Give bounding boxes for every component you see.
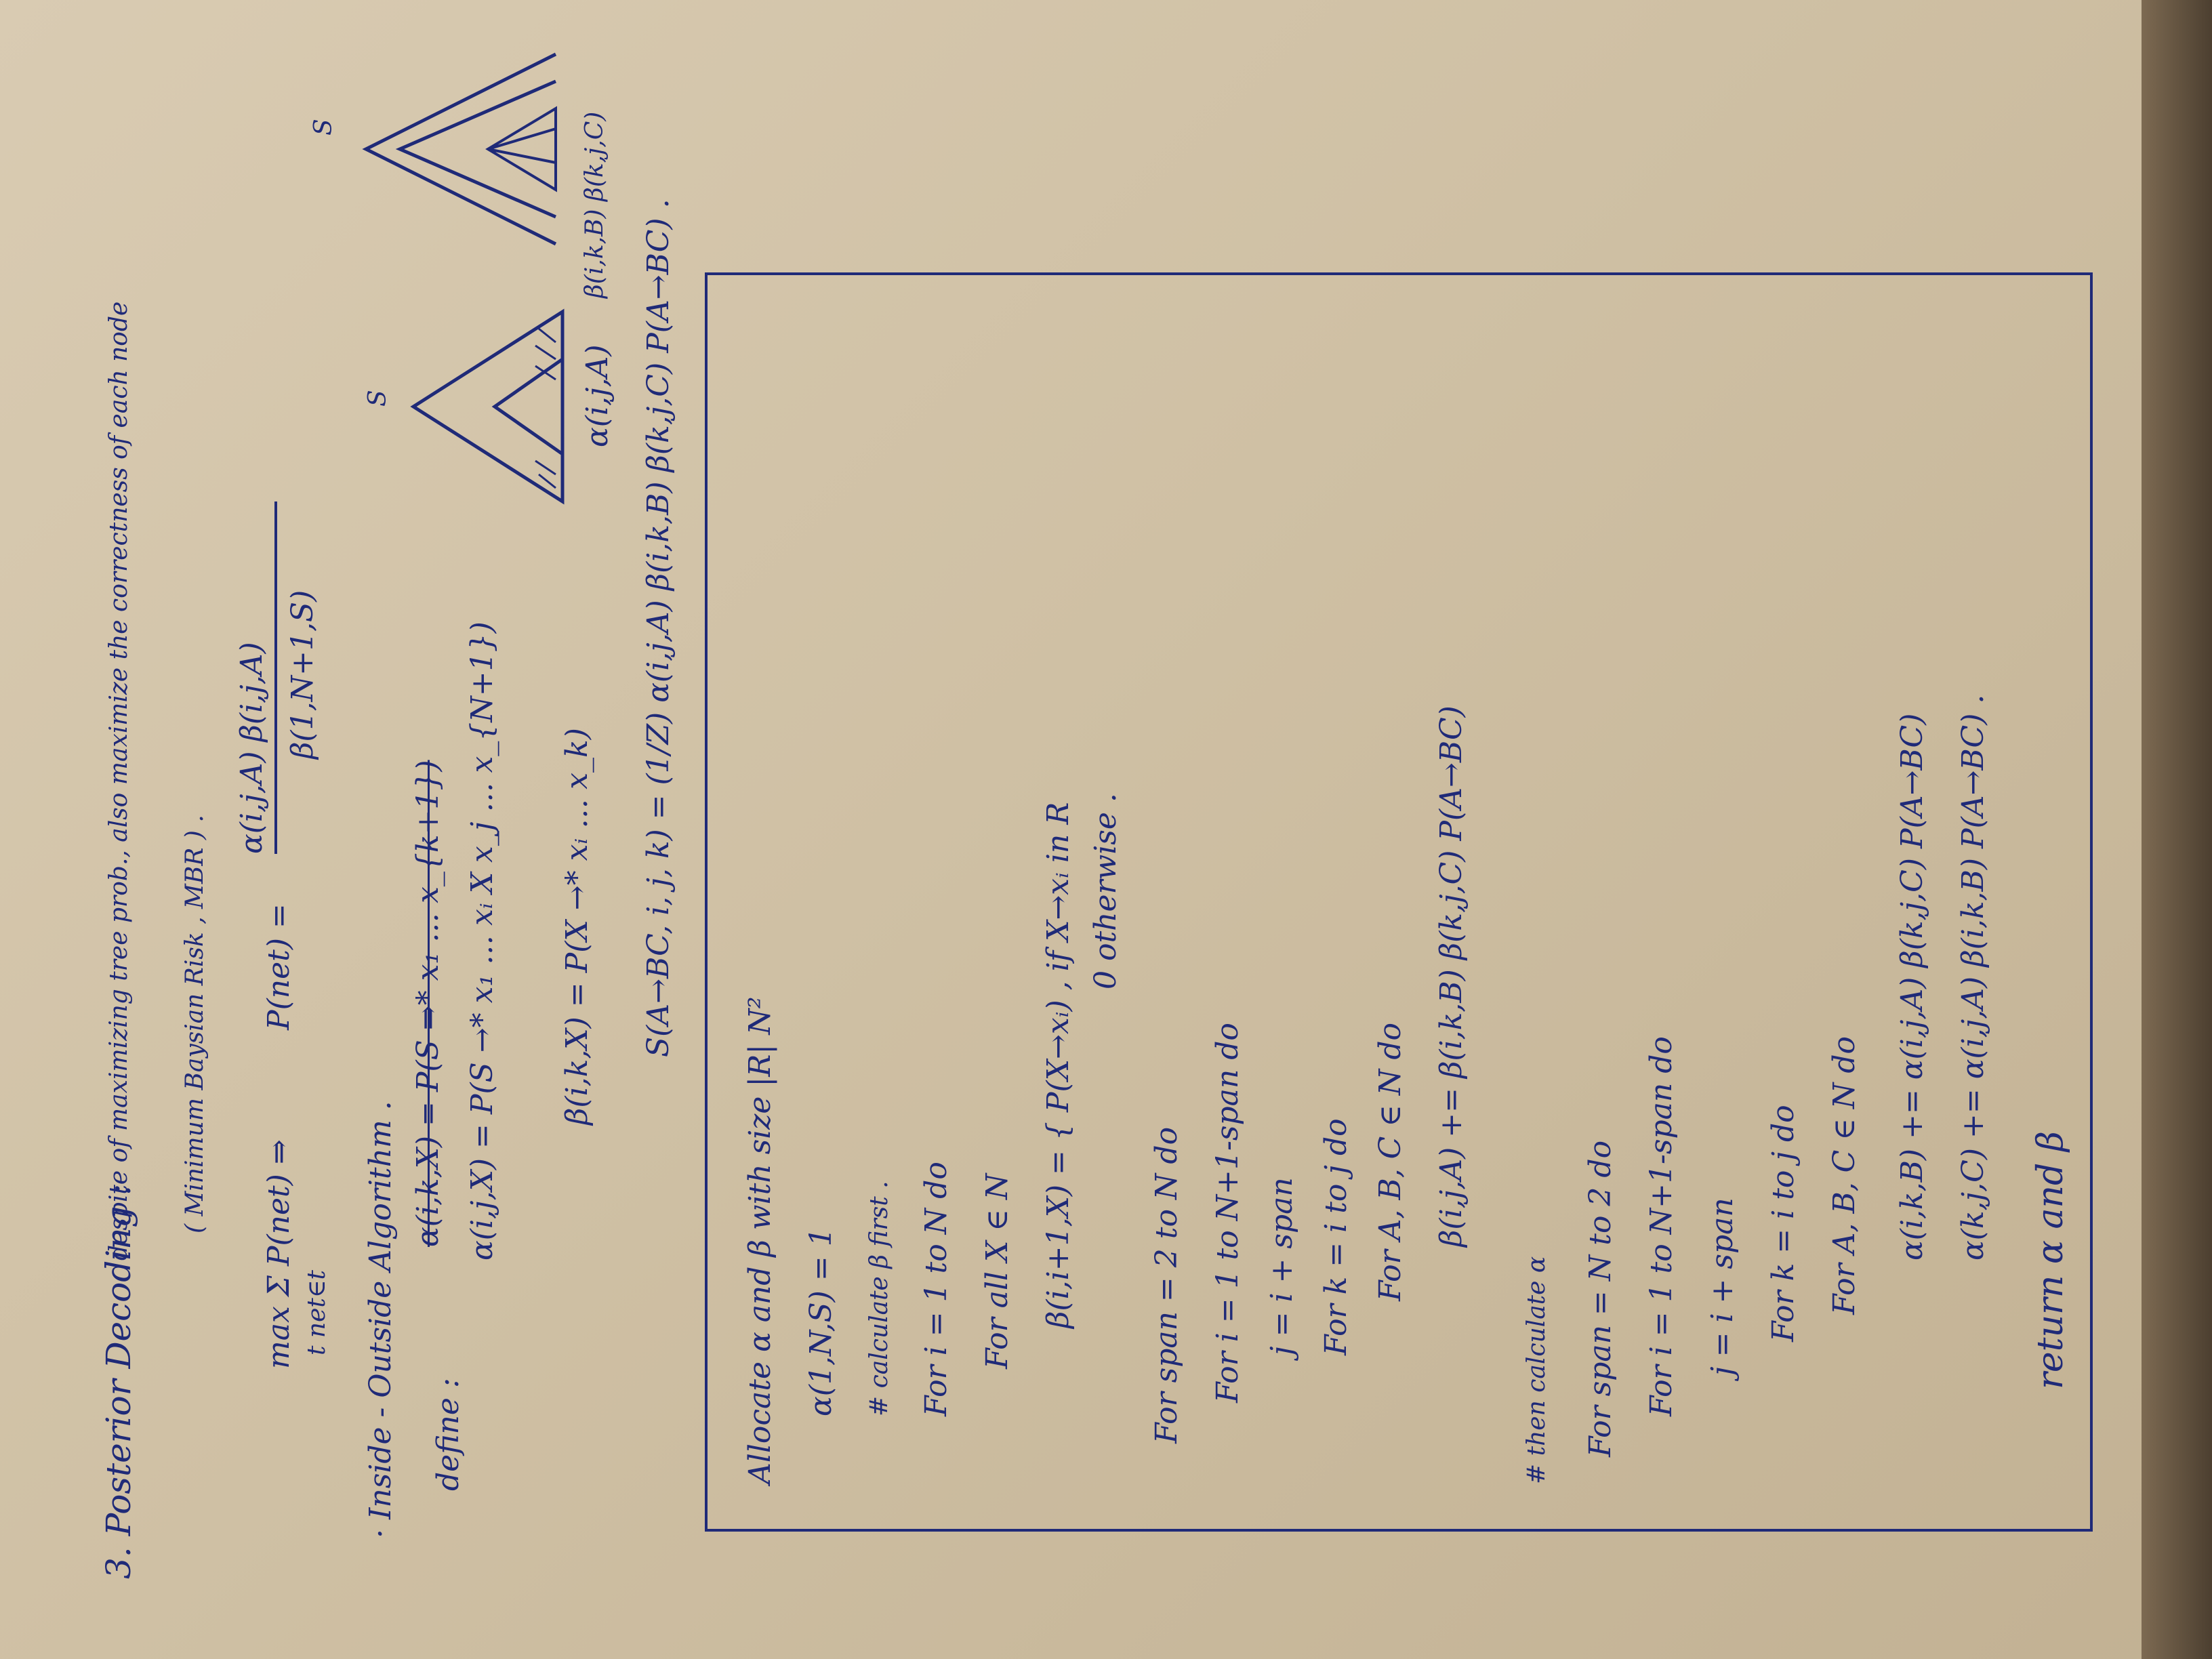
tri1-s-label: S — [364, 390, 392, 407]
algo-line-3: # calculate β first . — [865, 1181, 893, 1416]
inside-triangle-sketch — [410, 308, 565, 505]
mbr-note: ( Minimum Baysian Risk , MBR ) . — [181, 815, 209, 1233]
algo-line-10: j = i + span — [1265, 1177, 1299, 1355]
algorithm-box — [705, 272, 2093, 1532]
tri1-caption: α(i,j,A) — [580, 344, 615, 447]
pnet-numerator: α(i,j,A) β(i,j,A) — [234, 642, 269, 854]
note-sheet: 3. Posterior Decoding : despite of maxim… — [27, 41, 2142, 1640]
tri2-caption: β(i,k,B) β(k,j,C) — [581, 111, 609, 298]
algo-line-18: For k = i to j do — [1766, 1105, 1801, 1342]
tri2-s-label: S — [310, 119, 337, 136]
io-title: · Inside - Outside Algorithm . — [363, 1101, 398, 1538]
algo-line-22: return α and β — [2030, 1131, 2071, 1389]
algo-line-9: For i = 1 to N+1-span do — [1210, 1023, 1245, 1403]
algo-line-8: For span = 2 to N do — [1149, 1126, 1184, 1443]
alpha-definition: α(i,j,X) = P(S →* x₁ … xᵢ X x_j … x_{N+1… — [465, 621, 499, 1261]
algo-line-17: j = i + span — [1705, 1197, 1740, 1376]
section-description: despite of maximizing tree prob., also m… — [105, 301, 133, 1261]
algo-line-6: β(i,i+1,X) = { P(X→xᵢ) , if X→xᵢ in R — [1041, 802, 1076, 1328]
desk-edge — [2142, 0, 2212, 1659]
s-definition: S(A→BC, i, j, k) = (1/Z) α(i,j,A) β(i,k,… — [641, 199, 676, 1057]
outside-triangle-sketch — [362, 52, 557, 246]
algo-line-21: α(k,j,C) += α(i,j,A) β(i,k,B) P(A→BC) . — [1956, 694, 1990, 1261]
algo-line-11: For k = i to j do — [1319, 1118, 1353, 1355]
algo-line-15: For span = N to 2 do — [1583, 1140, 1618, 1457]
max-formula: max Σ P(net) ⇒ — [262, 1139, 296, 1369]
algo-line-5: For all X ∈ N — [980, 1173, 1015, 1369]
algo-line-4: For i = 1 to N do — [919, 1162, 954, 1416]
struck-definition: α(i,k,X) = P(S ⇒* x₁ … x_{k+1}) — [411, 760, 445, 1247]
algo-line-13: β(i,j,A) += β(i,k,B) β(k,j,C) P(A→BC) — [1434, 705, 1469, 1247]
algo-line-20: α(i,k,B) += α(i,j,A) β(k,j,C) P(A→BC) — [1895, 713, 1929, 1261]
algo-line-16: For i = 1 to N+1-span do — [1644, 1036, 1679, 1416]
algo-line-14: # then calculate α — [1523, 1256, 1551, 1484]
algo-line-7: 0 otherwise . — [1088, 793, 1123, 989]
algo-line-1: Allocate α and β with size |R| N² — [743, 996, 777, 1484]
algo-line-19: For A, B, C ∈ N do — [1827, 1036, 1862, 1315]
pnet-lhs: P(net) = — [262, 903, 296, 1030]
fraction-bar — [274, 501, 277, 854]
algo-line-2: α(1,N,S) = 1 — [804, 1227, 838, 1416]
algo-line-12: For A, B, C ∈ N do — [1373, 1022, 1408, 1301]
define-label: define : — [431, 1378, 466, 1491]
pnet-denominator: β(1,N+1,S) — [285, 590, 320, 759]
max-subscript: t net∈t — [303, 1270, 331, 1355]
beta-definition: β(i,k,X) = P(X →* xᵢ … x_k) — [560, 728, 594, 1125]
